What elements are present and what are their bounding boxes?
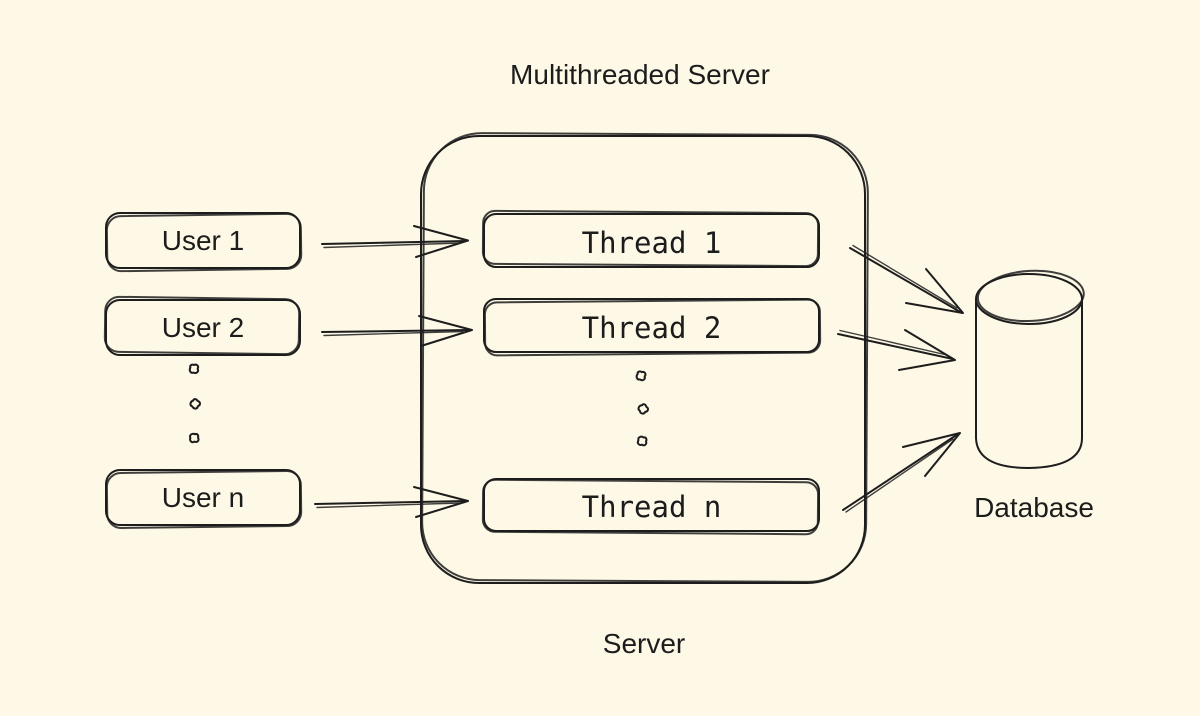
- user-n-box: [105, 469, 303, 530]
- thread-n-box: [481, 478, 820, 536]
- database-cylinder-icon: [975, 267, 1087, 469]
- server-box: [420, 131, 870, 584]
- arrow-thread1-to-database: [849, 244, 964, 314]
- arrow-user2-to-thread2: [321, 315, 473, 347]
- arrow-usern-to-threadn: [314, 486, 469, 518]
- arrow-user1-to-thread1: [321, 225, 469, 258]
- thread-2-box: [483, 298, 822, 357]
- user-1-box: [105, 212, 303, 273]
- arrow-thread2-to-database: [837, 329, 956, 371]
- arrow-threadn-to-database: [842, 432, 961, 513]
- user-2-box: [103, 295, 301, 356]
- thread-1-box: [481, 209, 820, 268]
